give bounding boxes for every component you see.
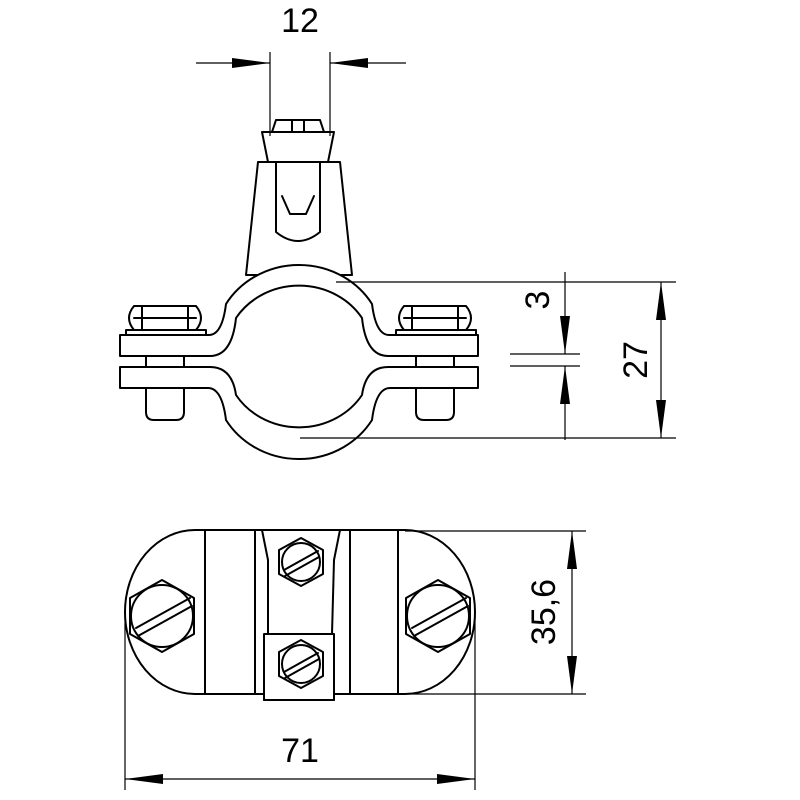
upper-strap — [119, 264, 479, 357]
dimension-base-depth: 35,6 — [405, 530, 586, 695]
top-view: 35,6 71 — [124, 529, 586, 790]
center-upper-screw-icon — [278, 537, 324, 587]
dimension-label-overall-length: 71 — [281, 732, 319, 770]
left-bolt — [125, 305, 207, 421]
dimension-wall-thickness: 3 — [510, 272, 580, 440]
right-bolt — [395, 305, 477, 421]
dimension-overall-length: 71 — [124, 610, 476, 790]
dimension-label-wall-thickness: 3 — [519, 291, 557, 310]
front-view: 12 3 27 — [119, 2, 676, 460]
left-screw-icon — [129, 579, 195, 653]
dimension-label-clamp-height: 27 — [617, 341, 655, 379]
dimension-label-base-depth: 35,6 — [525, 579, 563, 645]
dimension-pin-width: 12 — [196, 2, 406, 136]
right-screw-icon — [405, 579, 471, 653]
top-pin — [245, 119, 353, 276]
dimension-clamp-height: 27 — [300, 281, 676, 439]
dimension-label-pin-width: 12 — [281, 2, 319, 40]
center-lower-screw-icon — [278, 639, 324, 689]
